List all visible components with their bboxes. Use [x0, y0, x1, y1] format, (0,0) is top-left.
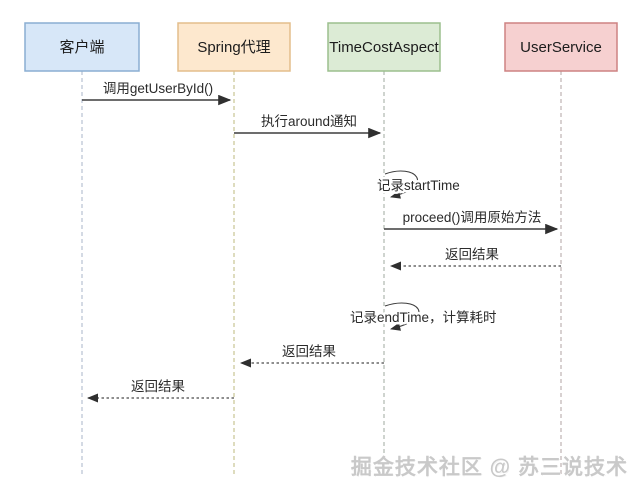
actor-box-userservice — [504, 22, 618, 72]
actor-label-userservice: UserService — [520, 39, 602, 56]
message-label: 返回结果 — [131, 379, 185, 394]
actor-box-spring-proxy — [177, 22, 291, 72]
self-message-curve — [384, 302, 420, 331]
message-label: 记录endTime，计算耗时 — [350, 310, 497, 325]
actor-label-timecostaspect: TimeCostAspect — [329, 39, 439, 56]
message-label: 返回结果 — [445, 247, 499, 262]
actor-label-client: 客户端 — [59, 39, 104, 56]
message-call-getuserbyid: 调用getUserById() — [82, 81, 232, 106]
message-record-starttime: 记录startTime — [375, 170, 462, 199]
message-proceed-original-method: proceed()调用原始方法 — [384, 210, 559, 235]
message-return-result-to-client: 返回结果 — [86, 379, 234, 403]
self-message-curve — [384, 170, 418, 199]
message-label: proceed()调用原始方法 — [403, 210, 542, 225]
actor-box-client — [24, 22, 140, 72]
message-label: 返回结果 — [282, 344, 336, 359]
actor-client: 客户端 — [24, 22, 140, 72]
message-record-endtime: 记录endTime，计算耗时 — [348, 302, 499, 331]
message-label: 调用getUserById() — [103, 81, 213, 96]
message-return-result-to-aspect: 返回结果 — [389, 247, 561, 271]
actor-spring-proxy: Spring代理 — [177, 22, 291, 72]
actor-box-timecostaspect — [327, 22, 441, 72]
watermark: 掘金技术社区 @ 苏三说技术 — [350, 456, 628, 479]
message-execute-around-advice: 执行around通知 — [234, 113, 382, 139]
actor-userservice: UserService — [504, 22, 618, 72]
message-label: 执行around通知 — [261, 113, 357, 129]
actor-timecostaspect: TimeCostAspect — [327, 22, 441, 72]
actor-label-spring-proxy: Spring代理 — [197, 39, 270, 56]
message-return-result-to-proxy: 返回结果 — [239, 344, 384, 368]
message-label: 记录startTime — [377, 178, 460, 193]
